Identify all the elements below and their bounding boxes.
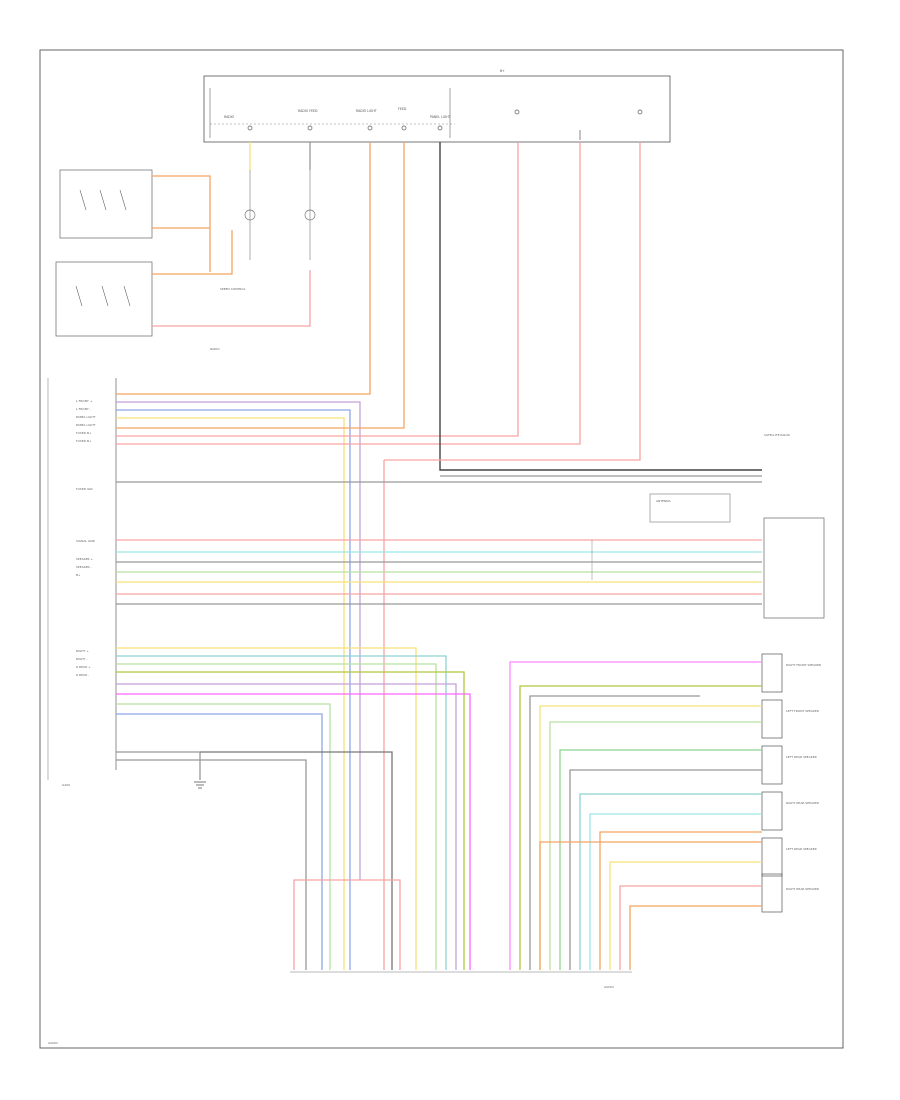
svg-text:RIGHT +: RIGHT + <box>76 649 89 653</box>
radio-block-label: RADIO <box>210 347 220 351</box>
fuse-label-3: RADIO LIGHT <box>356 109 377 113</box>
svg-text:PANEL LIGHT: PANEL LIGHT <box>76 415 96 419</box>
speed-control-label: SPEED CONTROL <box>220 287 246 291</box>
g200-label: G200 <box>62 783 70 787</box>
radio-pin-labels: L FRONT + L FRONT - PANEL LIGHT PANEL LI… <box>76 399 96 677</box>
speaker-label-6: RIGHT REAR SPEAKER <box>786 887 819 891</box>
fuse-label-4: FEED <box>398 107 407 111</box>
speakers <box>761 653 783 913</box>
speaker-label-2: LEFT FRONT SPEAKER <box>786 709 819 713</box>
speaker-label-4: RIGHT REAR SPEAKER <box>786 801 819 805</box>
svg-text:FUSED B+: FUSED B+ <box>76 431 92 435</box>
svg-text:L FRONT +: L FRONT + <box>76 399 93 403</box>
svg-text:SPEAKER -: SPEAKER - <box>76 565 92 569</box>
page-mark: AUDIO <box>48 1041 58 1045</box>
satellite-radio-box <box>763 517 825 619</box>
svg-text:SPEAKER +: SPEAKER + <box>76 557 94 561</box>
wires <box>116 142 762 970</box>
fuse-symbols <box>247 109 643 140</box>
fuse-label-5: PANEL LIGHT <box>430 115 451 119</box>
speaker-label-5: LEFT REAR SPEAKER <box>786 847 817 851</box>
audio-block-label: AUDIO <box>604 985 614 989</box>
fuse-label-6: B+ <box>500 69 505 73</box>
svg-text:L FRONT -: L FRONT - <box>76 407 91 411</box>
ground-symbol <box>194 781 206 789</box>
fuse-label-1: RADIO <box>224 115 235 119</box>
fuse-label-2: RADIO FEED <box>298 109 318 113</box>
svg-text:SIGNAL GND: SIGNAL GND <box>76 539 96 543</box>
svg-text:RIGHT -: RIGHT - <box>76 657 87 661</box>
power-distribution-box <box>203 75 671 143</box>
switch-symbols <box>75 189 131 307</box>
svg-text:PANEL LIGHT: PANEL LIGHT <box>76 423 96 427</box>
switch-box-upper <box>59 169 153 239</box>
antenna-label: ANTENNA <box>656 499 672 503</box>
svg-text:FUSED IGN: FUSED IGN <box>76 487 92 491</box>
svg-text:R REAR -: R REAR - <box>76 673 89 677</box>
diagram-frame <box>39 49 844 1049</box>
speaker-label-1: RIGHT FRONT SPEAKER <box>786 663 821 667</box>
antenna-box <box>649 493 731 523</box>
speaker-label-3: LEFT REAR SPEAKER <box>786 755 817 759</box>
sat-radio-label: SATELLITE RADIO <box>764 433 791 437</box>
svg-text:R REAR +: R REAR + <box>76 665 91 669</box>
switch-box-lower <box>55 261 153 337</box>
svg-text:FUSED B+: FUSED B+ <box>76 439 92 443</box>
svg-text:B+: B+ <box>76 573 81 577</box>
